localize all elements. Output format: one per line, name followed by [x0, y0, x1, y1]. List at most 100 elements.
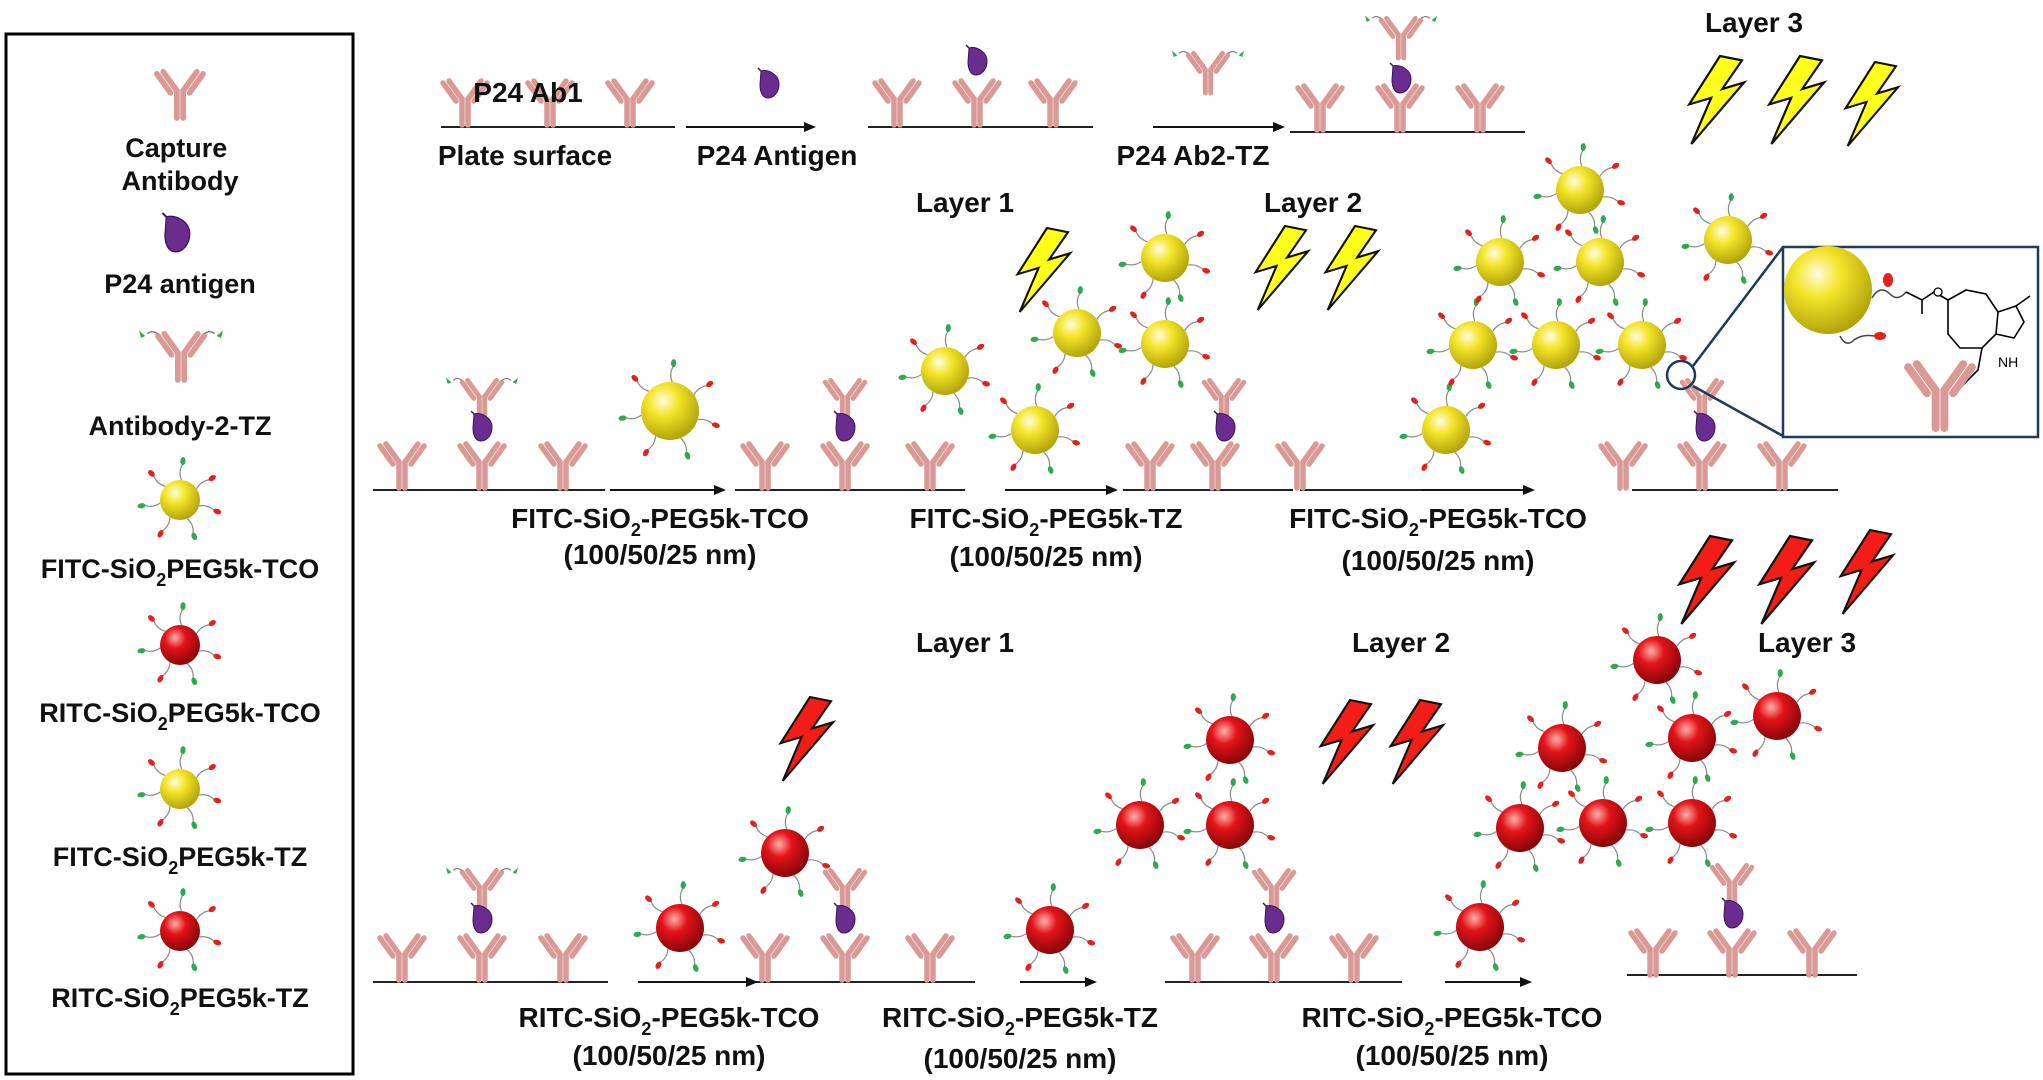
peg-linker	[1238, 846, 1246, 863]
antigen-tip	[965, 44, 970, 49]
antibody-arm-left	[154, 68, 180, 96]
legend-fitc-tco-label: FITC-SiO2PEG5k-TCO	[41, 554, 320, 590]
arrow	[610, 485, 726, 495]
ligand-tag	[1177, 380, 1184, 388]
fitc-step1-post: -PEG5k-TCO	[641, 503, 809, 534]
inset-pyrazole	[1995, 305, 2025, 339]
peg-linker	[1698, 212, 1711, 225]
legend-fitc-tz-icon	[137, 746, 222, 830]
ligand-tag	[1081, 902, 1090, 909]
particle-core	[1668, 799, 1716, 847]
peg-linker	[1756, 736, 1766, 752]
legend-fitc-tco-icon	[137, 457, 222, 541]
tz-tag	[512, 867, 518, 874]
peg-linker	[1522, 268, 1539, 275]
legend-icons	[137, 68, 223, 972]
ligand-tag	[1531, 378, 1538, 386]
capture-antibody	[1170, 933, 1220, 983]
ligand-tag	[1704, 859, 1711, 867]
capture-antibody	[820, 441, 870, 491]
ligand-tag	[1130, 225, 1137, 233]
fitc-step2-size: (100/50/25 nm)	[950, 541, 1143, 572]
antibody-arm-left	[605, 78, 630, 104]
peg-linker	[807, 859, 824, 866]
ligand-tag	[785, 806, 791, 815]
legend-ritc-tco-label: RITC-SiO2PEG5k-TCO	[39, 698, 321, 734]
ritc-step3-size: (100/50/25 nm)	[1356, 1040, 1549, 1071]
ligand-tag	[1118, 261, 1127, 268]
legend-ritc-tco-icon	[137, 602, 222, 686]
ligand-tag	[208, 474, 216, 482]
antigen-tip	[1213, 410, 1218, 415]
legend-fitc-tco-sub: 2	[156, 570, 166, 590]
ligand-tag	[148, 759, 155, 766]
peg-linker	[1440, 930, 1457, 935]
ligand-tag	[898, 374, 907, 381]
peg-linker	[1096, 309, 1111, 320]
peg-linker	[1570, 234, 1583, 247]
ligand-tag	[1242, 776, 1249, 784]
peg-linker	[1488, 948, 1496, 965]
capture-antibody	[1757, 441, 1807, 491]
antibody-arm-right	[1623, 441, 1648, 467]
ligand-tag	[655, 961, 662, 969]
peg-linker	[1229, 784, 1234, 802]
ligand-tag	[1551, 800, 1560, 807]
ligand-tag	[1448, 378, 1455, 386]
antigen-drop	[1723, 900, 1744, 929]
peg-linker	[1612, 317, 1625, 330]
ligand-tag	[213, 939, 222, 946]
particle-core	[1026, 906, 1074, 954]
peg-linker	[1445, 389, 1450, 407]
peg-linker	[1691, 697, 1696, 715]
ligand-tag	[1072, 439, 1080, 446]
ligand-tag	[1052, 366, 1059, 374]
ligand-tag	[191, 821, 198, 830]
ligand-tag	[1688, 632, 1697, 639]
ligand-tag	[1205, 773, 1212, 781]
ligand-tag	[1556, 298, 1562, 307]
peg-linker	[1579, 149, 1584, 167]
antibody-arm-right	[180, 68, 206, 96]
ligand-tag	[1600, 215, 1606, 224]
ligand-tag	[760, 886, 767, 894]
peg-linker	[967, 377, 984, 384]
inset-particle	[1784, 246, 1872, 334]
peg-linker	[1047, 305, 1060, 318]
peg-linker	[1555, 304, 1560, 322]
peg-linker	[693, 385, 708, 395]
arrow	[686, 122, 816, 132]
peg-linker	[1622, 268, 1639, 275]
peg-linker	[199, 505, 215, 512]
peg-linker	[1433, 348, 1450, 353]
particle-core	[1422, 406, 1470, 454]
ligand-tag	[1455, 960, 1462, 968]
ligand-tag	[1610, 663, 1619, 670]
ligand-tag	[191, 963, 198, 972]
particle-core	[1456, 903, 1504, 951]
antibody-arm-right	[1702, 441, 1727, 467]
peg-linker	[1747, 216, 1762, 227]
tz-tag	[139, 330, 146, 338]
peg-linker	[1662, 710, 1675, 723]
ligand-tag	[692, 964, 699, 972]
ligand-tag	[717, 937, 725, 944]
peg-linker	[1652, 826, 1669, 831]
peg-linker	[745, 856, 762, 861]
ligand-tag	[633, 931, 642, 938]
peg-linker	[1542, 834, 1559, 841]
peg-linker	[1472, 304, 1477, 322]
peg-linker	[1539, 804, 1554, 815]
ligand-tag	[1108, 305, 1117, 312]
capture-antibody	[440, 78, 490, 128]
fitc-step2-reagent: FITC-SiO2-PEG5k-TZ	[910, 503, 1183, 540]
peg-linker	[186, 518, 194, 534]
inset-structure	[1784, 246, 2031, 432]
ritc-step3-reagent: RITC-SiO2-PEG5k-TCO	[1302, 1002, 1603, 1039]
tz-linker	[1227, 51, 1238, 54]
antigen-tip	[1693, 410, 1698, 415]
ligand-tag	[1510, 354, 1518, 361]
legend-capture-1: Capture	[125, 133, 227, 163]
antigen-drop	[1391, 65, 1412, 94]
legend-antibody-tz-icon	[139, 330, 223, 383]
